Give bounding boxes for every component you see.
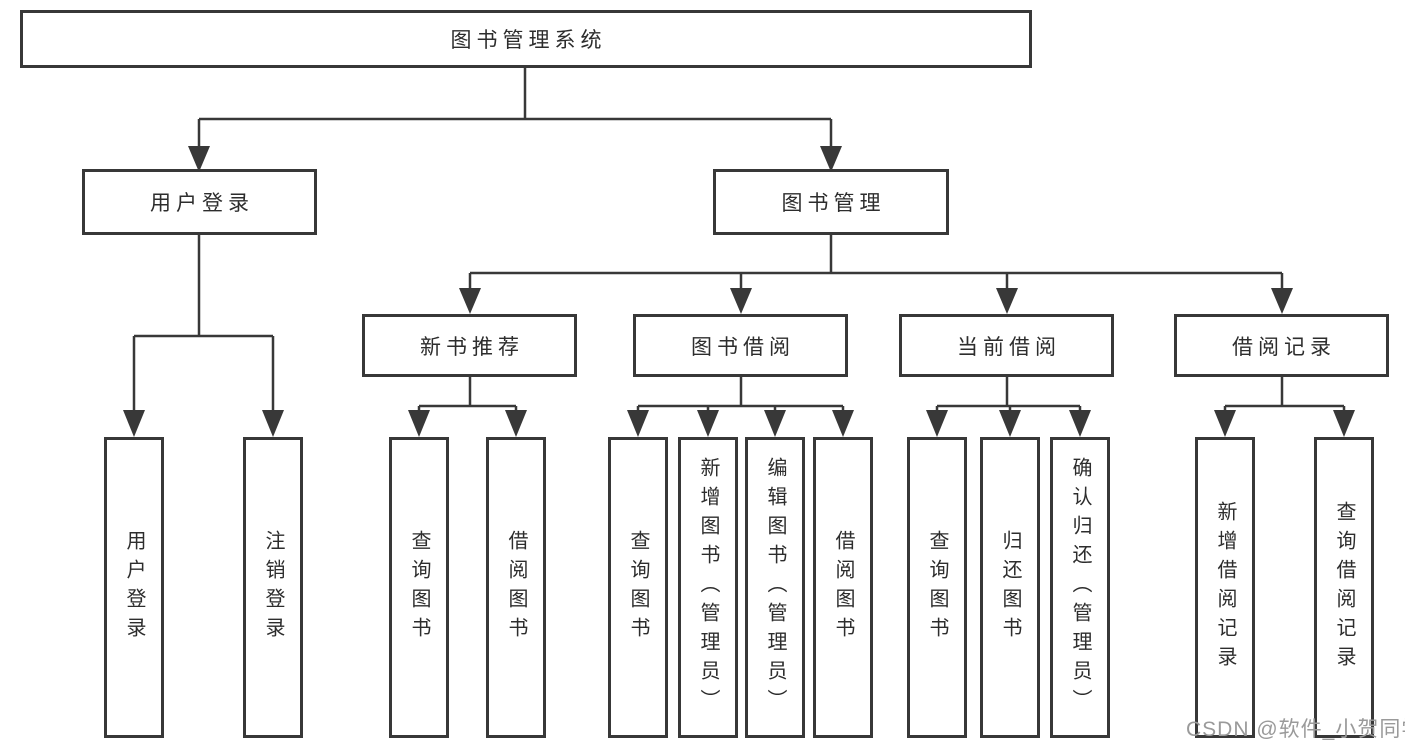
leaf-label: 新增图书（管理员） <box>697 457 719 718</box>
leaf-query-borrow-record: 查询借阅记录 <box>1314 437 1374 738</box>
leaf-query-books-borrow: 查询图书 <box>608 437 668 738</box>
leaf-label: 借阅图书 <box>832 529 854 646</box>
arrow-down-icon <box>627 410 649 437</box>
leaf-label: 确认归还（管理员） <box>1069 457 1091 718</box>
leaf-logout: 注销登录 <box>243 437 303 738</box>
leaf-label: 查询图书 <box>627 529 649 646</box>
arrow-down-icon <box>1069 410 1091 437</box>
leaf-borrow-books: 借阅图书 <box>813 437 873 738</box>
arrow-down-icon <box>926 410 948 437</box>
leaf-add-borrow-record: 新增借阅记录 <box>1195 437 1255 738</box>
arrow-down-icon <box>188 146 210 172</box>
arrow-down-icon <box>697 410 719 437</box>
leaf-label: 归还图书 <box>999 529 1021 646</box>
arrow-down-icon <box>262 410 284 437</box>
arrow-down-icon <box>832 410 854 437</box>
leaf-label: 编辑图书（管理员） <box>764 457 786 718</box>
node-user-login: 用户登录 <box>82 169 317 235</box>
arrow-down-icon <box>123 410 145 437</box>
arrow-down-icon <box>996 288 1018 314</box>
node-new-book-recommend: 新书推荐 <box>362 314 577 377</box>
leaf-label: 借阅图书 <box>505 529 527 646</box>
leaf-add-book-admin: 新增图书（管理员） <box>678 437 738 738</box>
arrow-down-icon <box>820 146 842 172</box>
leaf-label: 注销登录 <box>262 529 284 646</box>
node-book-management: 图书管理 <box>713 169 949 235</box>
leaf-user-login: 用户登录 <box>104 437 164 738</box>
arrowheads <box>123 146 1355 437</box>
connector-lines <box>132 68 1346 412</box>
arrow-down-icon <box>730 288 752 314</box>
arrow-down-icon <box>1214 410 1236 437</box>
leaf-label: 新增借阅记录 <box>1214 500 1236 675</box>
node-book-borrow: 图书借阅 <box>633 314 848 377</box>
leaf-label: 用户登录 <box>123 529 145 646</box>
arrow-down-icon <box>1333 410 1355 437</box>
leaf-return-book: 归还图书 <box>980 437 1040 738</box>
arrow-down-icon <box>505 410 527 437</box>
node-borrow-records: 借阅记录 <box>1174 314 1389 377</box>
arrow-down-icon <box>408 410 430 437</box>
leaf-label: 查询图书 <box>926 529 948 646</box>
leaf-query-books-current: 查询图书 <box>907 437 967 738</box>
arrow-down-icon <box>459 288 481 314</box>
leaf-query-books-recommend: 查询图书 <box>389 437 449 738</box>
leaf-confirm-return-admin: 确认归还（管理员） <box>1050 437 1110 738</box>
leaf-label: 查询借阅记录 <box>1333 500 1355 675</box>
node-root-library-system: 图书管理系统 <box>20 10 1032 68</box>
arrow-down-icon <box>999 410 1021 437</box>
node-current-borrow: 当前借阅 <box>899 314 1114 377</box>
arrow-down-icon <box>764 410 786 437</box>
leaf-label: 查询图书 <box>408 529 430 646</box>
csdn-watermark: CSDN @软件_小贺同学 <box>1186 718 1405 741</box>
leaf-edit-book-admin: 编辑图书（管理员） <box>745 437 805 738</box>
arrow-down-icon <box>1271 288 1293 314</box>
leaf-borrow-books-recommend: 借阅图书 <box>486 437 546 738</box>
